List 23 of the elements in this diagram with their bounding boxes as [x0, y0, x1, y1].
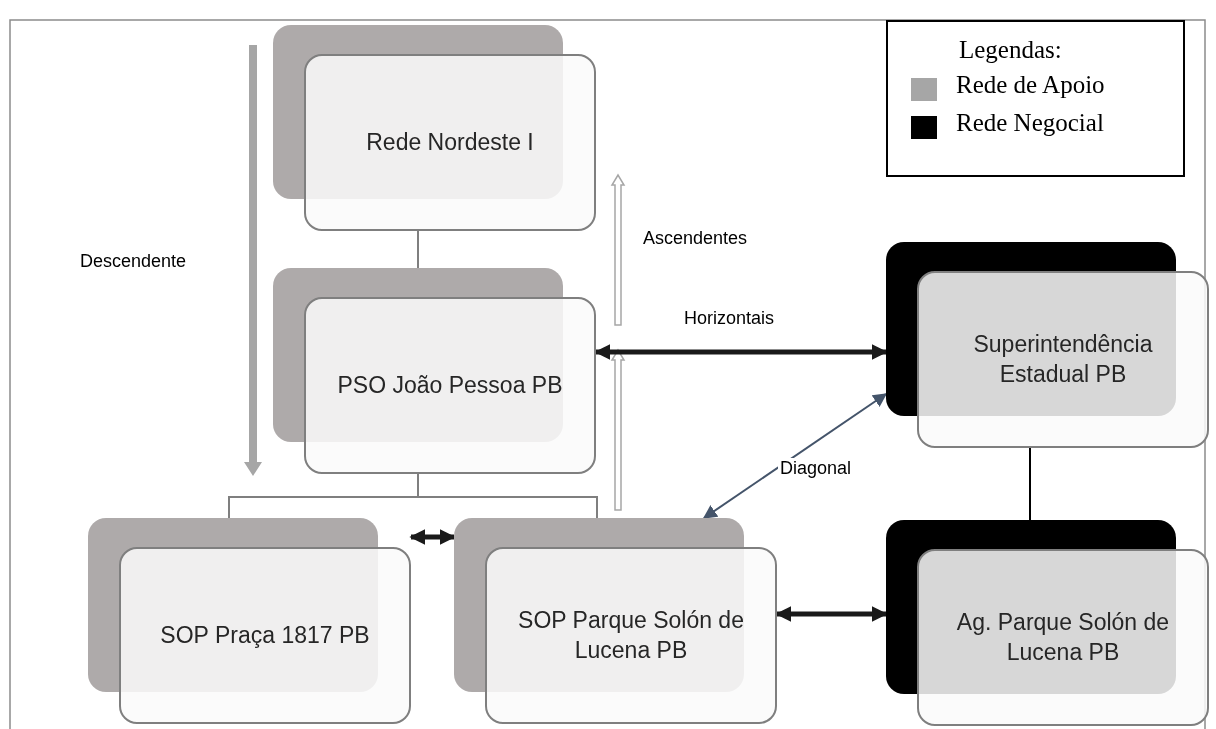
unit-name: SOP Parque Solón de Lucena PB	[517, 605, 745, 665]
arrow	[594, 344, 888, 360]
direction-label: Descendente	[80, 251, 187, 272]
unit-name: Ag. Parque Solón de Lucena PB	[955, 607, 1171, 667]
unit-card	[886, 520, 1209, 726]
legend-title: Legendas:	[959, 36, 1062, 64]
connector-line	[1029, 447, 1031, 521]
arrow	[409, 529, 456, 545]
unit-card	[454, 518, 777, 724]
unit-card	[88, 518, 411, 724]
arrow	[775, 606, 888, 622]
legend-text: Rede Negocial	[956, 109, 1104, 137]
unit-card	[886, 242, 1209, 448]
legend-text: Rede de Apoio	[956, 71, 1105, 99]
unit-card	[273, 25, 596, 231]
unit-name: PSO João Pessoa PB	[336, 370, 564, 400]
unit-name: SOP Praça 1817 PB	[159, 620, 371, 650]
arrow	[702, 393, 888, 519]
connector-line	[417, 230, 419, 269]
unit-name: Superintendência Estadual PB	[972, 329, 1154, 389]
unit-name: Rede Nordeste I	[365, 127, 535, 157]
direction-label: Ascendentes	[643, 228, 748, 249]
unit-card	[273, 268, 596, 474]
